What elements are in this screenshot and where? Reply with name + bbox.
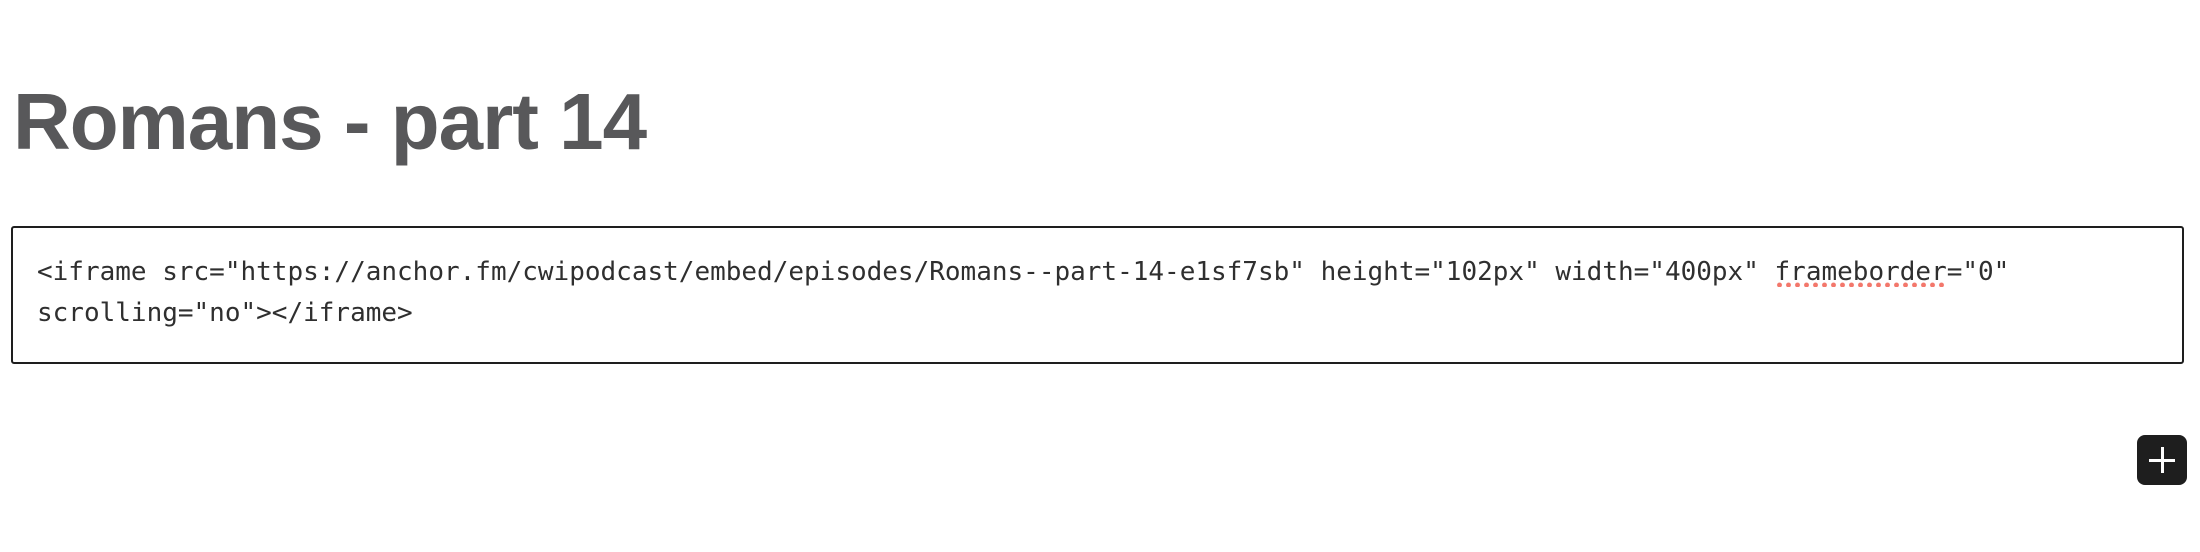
embed-code-misspelled-word: frameborder	[1774, 257, 1947, 287]
embed-code-text-after: ="0" scrolling="no"></iframe>	[37, 257, 2010, 328]
embed-code-input[interactable]: <iframe src="https://anchor.fm/cwipodcas…	[11, 226, 2184, 364]
page-title: Romans - part 14	[13, 77, 647, 166]
embed-code-text-before: <iframe src="https://anchor.fm/cwipodcas…	[37, 257, 1775, 287]
plus-icon	[2137, 435, 2187, 485]
add-button[interactable]	[2137, 435, 2187, 485]
